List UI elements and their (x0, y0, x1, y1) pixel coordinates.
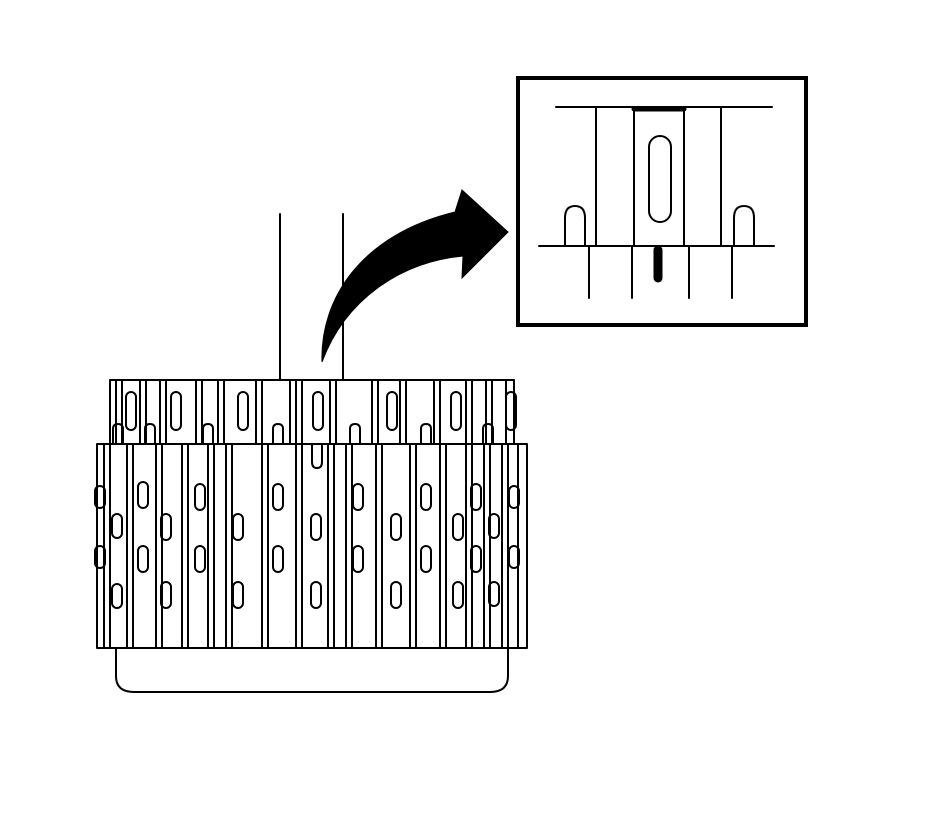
lower-slot (310, 581, 322, 609)
callout-arrow (321, 189, 509, 363)
lower-slot (137, 481, 149, 509)
lower-slot (232, 581, 244, 609)
lower-slot (194, 545, 206, 573)
drum-base (115, 647, 509, 693)
lower-slot (111, 583, 123, 609)
lower-slot (488, 513, 500, 539)
drum-notch (311, 443, 323, 469)
upper-slot (386, 391, 398, 431)
lower-slot (94, 485, 106, 509)
drum-lower-band (94, 443, 528, 649)
upper-arch-slot (482, 423, 494, 445)
shaft-lines (279, 213, 344, 381)
lower-slot (420, 545, 432, 573)
lower-slot (452, 581, 464, 609)
lower-slot (111, 513, 123, 539)
upper-slots (112, 391, 517, 445)
lower-slot (272, 483, 284, 511)
lower-slot (194, 483, 206, 511)
lower-spline-lines (103, 443, 519, 649)
lower-slot (470, 483, 482, 511)
lower-slot (452, 513, 464, 541)
lower-slot (160, 513, 172, 541)
detail-inset (516, 76, 808, 327)
upper-slot (505, 391, 517, 431)
lower-slot (272, 545, 284, 573)
lower-slot (352, 545, 364, 573)
lower-slot (508, 545, 520, 569)
drum-upper-band (109, 379, 517, 445)
lower-slot (232, 513, 244, 541)
lower-slot (94, 545, 106, 569)
lower-slot (352, 483, 364, 511)
upper-arch-slot (272, 423, 284, 445)
lower-slot (137, 545, 149, 573)
upper-slot (125, 391, 137, 431)
upper-arch-slot (144, 423, 156, 445)
lower-slot (420, 483, 432, 511)
lower-slot (390, 581, 402, 609)
lower-slot (508, 485, 520, 509)
lower-slots (94, 481, 520, 609)
lower-slot (160, 581, 172, 609)
upper-slot (312, 391, 324, 431)
upper-arch-slot (420, 423, 432, 445)
lower-slot (310, 513, 322, 541)
upper-slot (237, 391, 249, 431)
lower-slot (390, 513, 402, 541)
upper-slot (450, 391, 462, 431)
lower-slot (470, 545, 482, 573)
upper-arch-slot (202, 423, 214, 445)
upper-arch-slot (112, 423, 124, 445)
lower-slot (488, 581, 500, 607)
upper-arch-slot (349, 423, 361, 445)
upper-slot (170, 391, 182, 431)
